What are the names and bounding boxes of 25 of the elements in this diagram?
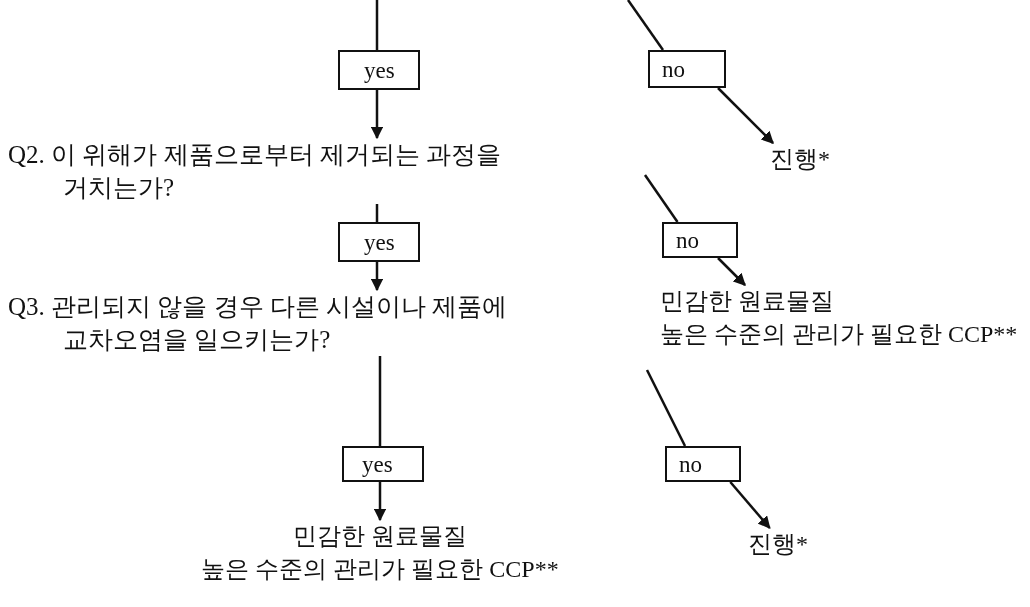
outcome-text: 높은 수준의 관리가 필요한 CCP**: [660, 320, 1018, 349]
arrow: [717, 87, 774, 144]
arrow: [729, 481, 771, 529]
arrow: [370, 90, 384, 140]
answer-label-box: no: [648, 50, 726, 88]
connector-line: [643, 174, 679, 223]
connector-line: [375, 0, 379, 50]
answer-label-box: yes: [338, 50, 420, 90]
outcome-text: 높은 수준의 관리가 필요한 CCP**: [201, 555, 559, 584]
answer-label-box: yes: [342, 446, 424, 482]
arrow: [717, 257, 746, 286]
answer-label-box: yes: [338, 222, 420, 262]
connector-line: [626, 0, 665, 51]
arrow: [373, 482, 387, 522]
connector-line: [645, 369, 687, 447]
answer-label-box: no: [665, 446, 741, 482]
question-text: Q3. 관리되지 않을 경우 다른 시설이나 제품에 교차오염을 일으키는가?: [8, 290, 608, 356]
answer-label-box: no: [662, 222, 738, 258]
outcome-text: 진행*: [770, 143, 840, 173]
outcome-text: 민감한 원료물질: [293, 522, 467, 551]
arrow: [370, 262, 384, 292]
question-text: Q2. 이 위해가 제품으로부터 제거되는 과정을 거치는가?: [8, 138, 568, 204]
connector-line: [378, 356, 382, 446]
outcome-text: 민감한 원료물질: [660, 287, 834, 316]
outcome-text: 진행*: [748, 528, 818, 558]
